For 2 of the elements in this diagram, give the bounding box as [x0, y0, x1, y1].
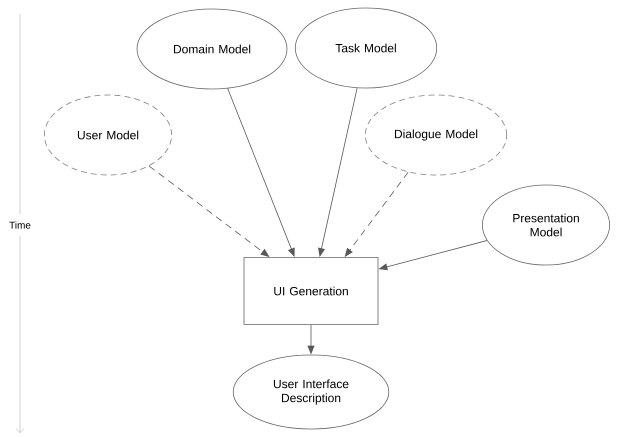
axis-label: Time: [9, 221, 30, 229]
process-box: UI Generation: [244, 257, 378, 325]
